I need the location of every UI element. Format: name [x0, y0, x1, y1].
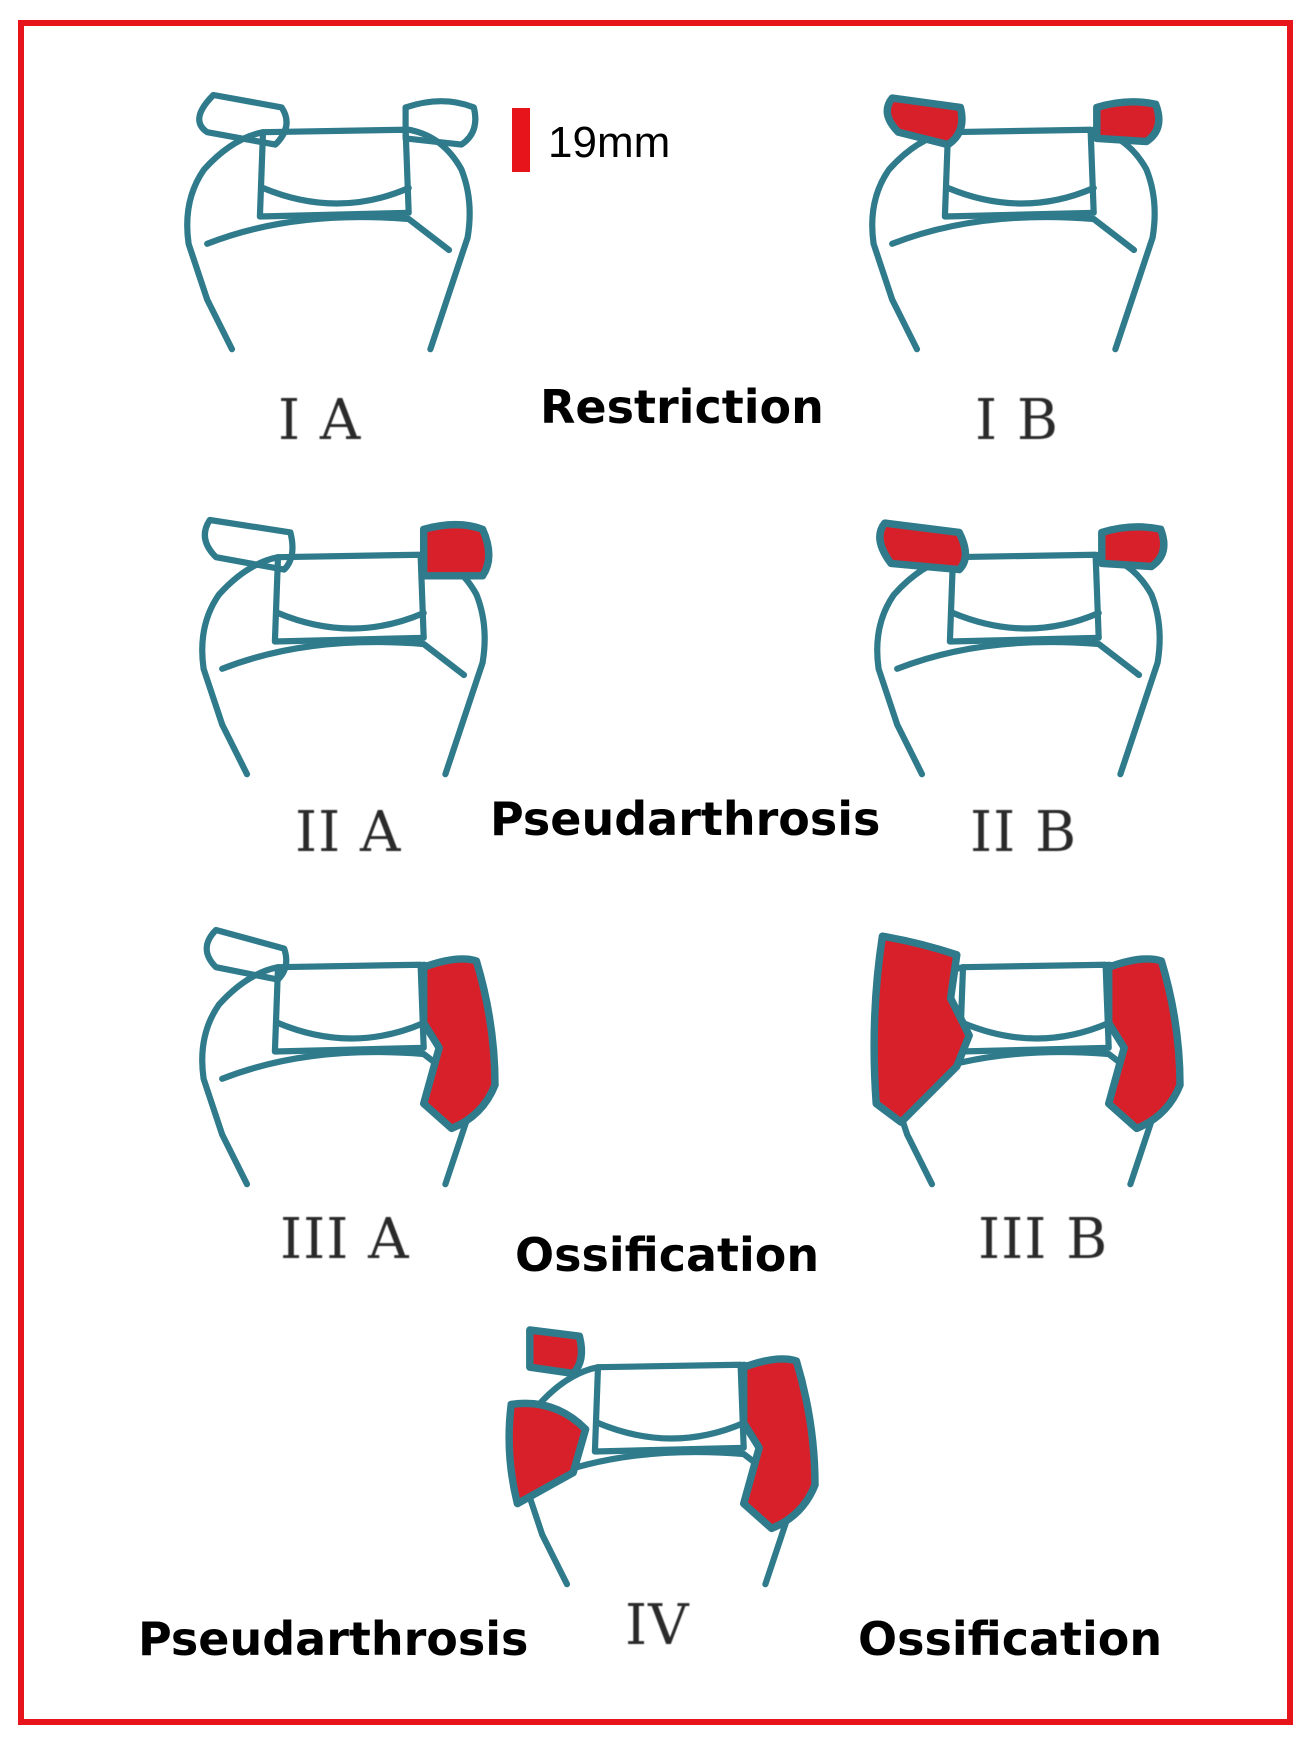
- pseudarthrosis-right-IIB: [1098, 523, 1168, 571]
- pseudarthrosis-left-IIB: [876, 519, 970, 574]
- type-label-IA: I A: [278, 388, 362, 453]
- type-label-IB: I B: [975, 388, 1060, 453]
- category-restriction: Restriction: [540, 380, 824, 434]
- vertebra-type-IIB: [876, 519, 1168, 774]
- fused-right-IB: [1093, 98, 1163, 146]
- pseudarthrosis-left-IV: [526, 1326, 586, 1378]
- scale-bar: [512, 108, 530, 172]
- process-right-IA: [402, 98, 479, 148]
- category-pseudarthrosis: Pseudarthrosis: [490, 792, 881, 846]
- category-ossification: Ossification: [515, 1228, 820, 1282]
- ossification-right-IV: [739, 1355, 819, 1533]
- figure-frame: [18, 20, 1293, 1725]
- ossification-left-IIIB: [870, 932, 973, 1126]
- fused-left-IB: [883, 94, 966, 149]
- process-left-IIA: [201, 516, 296, 573]
- type-label-IIA: II A: [295, 800, 402, 865]
- vertebra-type-IB: [872, 94, 1163, 349]
- category-ossification-iv: Ossification: [858, 1612, 1163, 1666]
- vertebra-type-IIIA: [202, 926, 499, 1184]
- type-label-IIIB: III B: [978, 1207, 1109, 1272]
- process-left-IIIA: [203, 926, 290, 983]
- vertebra-type-IV: [505, 1326, 819, 1584]
- process-left-IA: [196, 91, 290, 148]
- vertebra-type-IIA: [201, 516, 493, 774]
- vertebra-type-IIIB: [870, 932, 1184, 1184]
- ossification-left-IV: [505, 1399, 590, 1508]
- type-label-IV: IV: [625, 1593, 690, 1658]
- ossification-right-IIIB: [1104, 955, 1184, 1133]
- scale-bar-label: 19mm: [548, 118, 671, 167]
- vertebra-type-IA: [187, 91, 479, 349]
- type-label-IIIA: III A: [280, 1207, 410, 1272]
- ossification-right-IIIA: [419, 955, 499, 1133]
- type-label-IIB: II B: [970, 800, 1078, 865]
- pseudarthrosis-right-IIA: [419, 520, 493, 580]
- category-pseudarthrosis-iv: Pseudarthrosis: [138, 1612, 529, 1666]
